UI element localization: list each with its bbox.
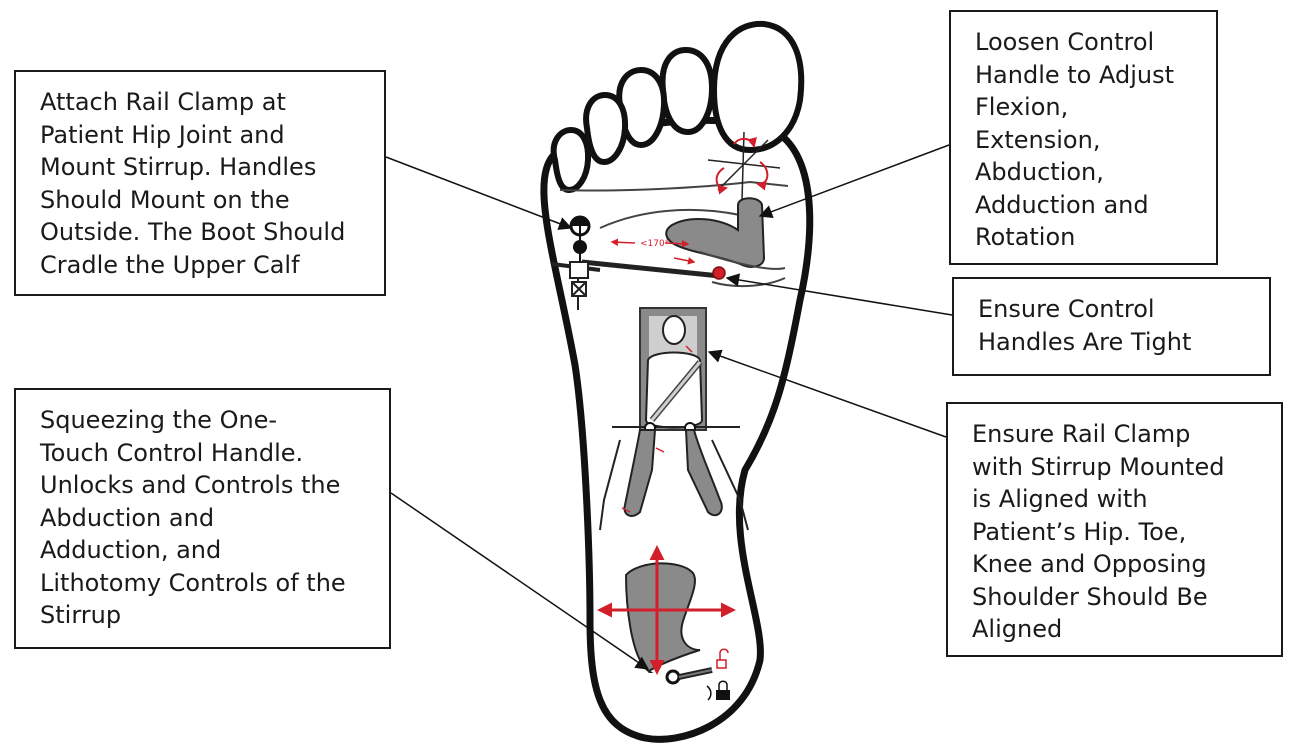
toes xyxy=(550,20,805,194)
rotation-symbol xyxy=(707,131,781,201)
leader-attach xyxy=(385,156,573,230)
patient-on-table xyxy=(599,307,749,531)
boot-silhouette xyxy=(624,562,701,674)
leader-ensure xyxy=(707,349,947,438)
leader-arrows xyxy=(385,144,953,670)
callout-one-touch-handle: Squeezing the One- Touch Control Handle.… xyxy=(14,388,391,649)
rail-clamp-block xyxy=(569,261,589,279)
callout-loosen-control-handle: Loosen Control Handle to Adjust Flexion,… xyxy=(949,10,1218,265)
callout-handles-tight: Ensure Control Handles Are Tight xyxy=(952,277,1271,376)
left-leg-boot xyxy=(623,429,657,517)
one-touch-handle xyxy=(597,545,736,701)
callout-rail-clamp-aligned: Ensure Rail Clamp with Stirrup Mounted i… xyxy=(946,402,1283,657)
callout-ensure-text: Ensure Rail Clamp with Stirrup Mounted i… xyxy=(972,420,1225,643)
callout-attach-rail-clamp: Attach Rail Clamp at Patient Hip Joint a… xyxy=(14,70,386,296)
patient-head xyxy=(662,315,686,345)
lock-icon xyxy=(718,680,728,690)
right-leg-boot xyxy=(684,429,723,517)
unlock-icon xyxy=(719,648,729,660)
stirrup-side-view: <170° xyxy=(551,180,789,310)
callout-loosen-text: Loosen Control Handle to Adjust Flexion,… xyxy=(975,28,1175,251)
control-handle-knob xyxy=(712,266,726,280)
toe-3 xyxy=(616,66,668,149)
leader-tight xyxy=(725,273,953,316)
angle-label: <170° xyxy=(640,239,669,249)
rail-bar xyxy=(581,259,721,279)
callout-attach-text: Attach Rail Clamp at Patient Hip Joint a… xyxy=(40,88,346,279)
callout-tight-text: Ensure Control Handles Are Tight xyxy=(978,295,1192,356)
toe-4 xyxy=(583,91,629,166)
big-toe xyxy=(710,20,805,154)
toe-2 xyxy=(659,46,716,136)
toe-5 xyxy=(550,126,592,194)
callout-squeeze-text: Squeezing the One- Touch Control Handle.… xyxy=(40,406,346,629)
leader-loosen xyxy=(758,144,950,219)
leader-squeeze xyxy=(390,492,650,670)
